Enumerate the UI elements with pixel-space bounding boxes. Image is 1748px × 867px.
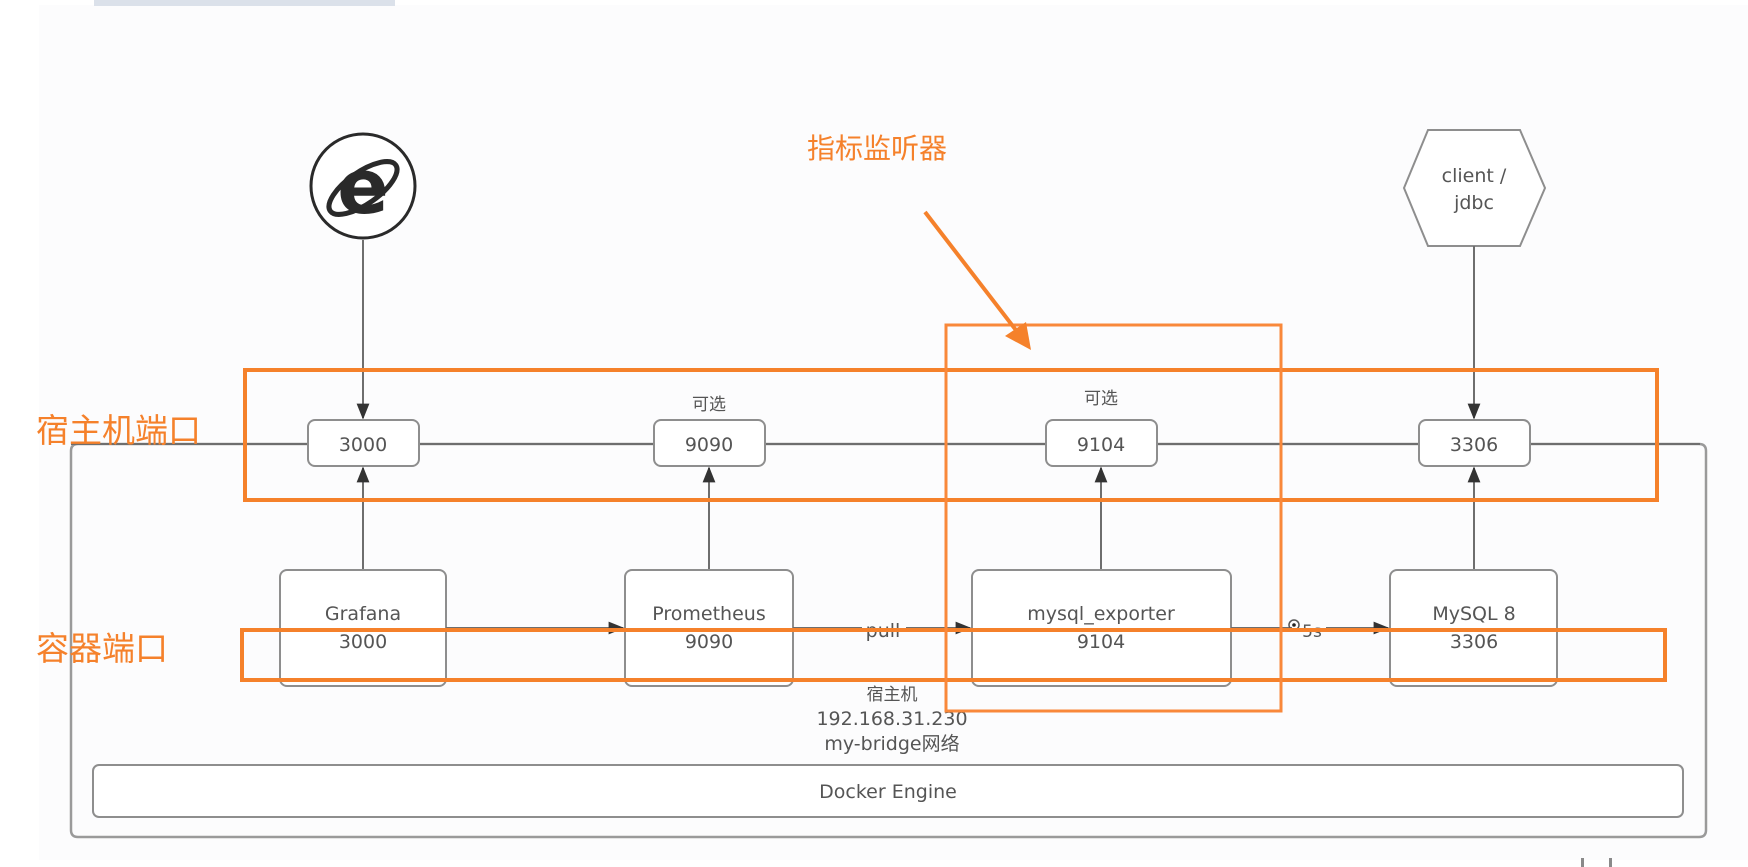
docker-engine-label: Docker Engine <box>819 781 957 803</box>
container-port: 9090 <box>685 631 733 653</box>
cursor-mark-right <box>1609 858 1612 867</box>
host-port-9104: 可选 9104 <box>1045 389 1158 467</box>
host-ip: 192.168.31.230 <box>816 708 967 730</box>
pull-label-bg <box>862 614 906 640</box>
host-port-label: 宿主机端口 <box>36 411 201 450</box>
container-port: 3000 <box>339 631 387 653</box>
host-port-highlight <box>243 368 1659 502</box>
top-tab-strip <box>94 0 395 6</box>
container-port: 3306 <box>1450 631 1498 653</box>
host-port-value: 3306 <box>1450 434 1498 456</box>
exporter-highlight <box>944 323 1283 713</box>
container-port: 9104 <box>1077 631 1125 653</box>
docker-engine-box <box>92 764 1684 818</box>
internet-explorer-icon: e <box>309 132 417 240</box>
optional-note: 可选 <box>1084 389 1118 409</box>
annotation-arrow <box>923 210 1031 350</box>
host-port-value: 3000 <box>339 434 387 456</box>
optional-note: 可选 <box>692 395 726 415</box>
cursor-mark-left <box>1581 858 1584 867</box>
container-port-highlight <box>240 628 1667 682</box>
host-port-value: 9104 <box>1077 434 1125 456</box>
container-port-label: 容器端口 <box>36 629 168 668</box>
jdbc-label: jdbc <box>1453 192 1494 214</box>
container-name: MySQL 8 <box>1432 603 1515 625</box>
host-port-value: 9090 <box>685 434 733 456</box>
host-port-3000: 3000 <box>307 419 420 467</box>
host-port-9090: 可选 9090 <box>653 395 766 467</box>
metrics-listener-annotation: 指标监听器 <box>807 132 947 165</box>
svg-text:e: e <box>337 142 389 231</box>
container-name: Grafana <box>325 603 401 625</box>
container-name: Prometheus <box>652 603 765 625</box>
client-label: client / <box>1442 165 1507 187</box>
network-name: my-bridge网络 <box>824 733 959 755</box>
client-jdbc-node: client / jdbc <box>1402 129 1547 247</box>
host-port-3306: 3306 <box>1418 419 1531 467</box>
container-name: mysql_exporter <box>1027 603 1175 625</box>
host-label: 宿主机 <box>867 685 918 705</box>
interval-label-bg <box>1292 614 1326 640</box>
